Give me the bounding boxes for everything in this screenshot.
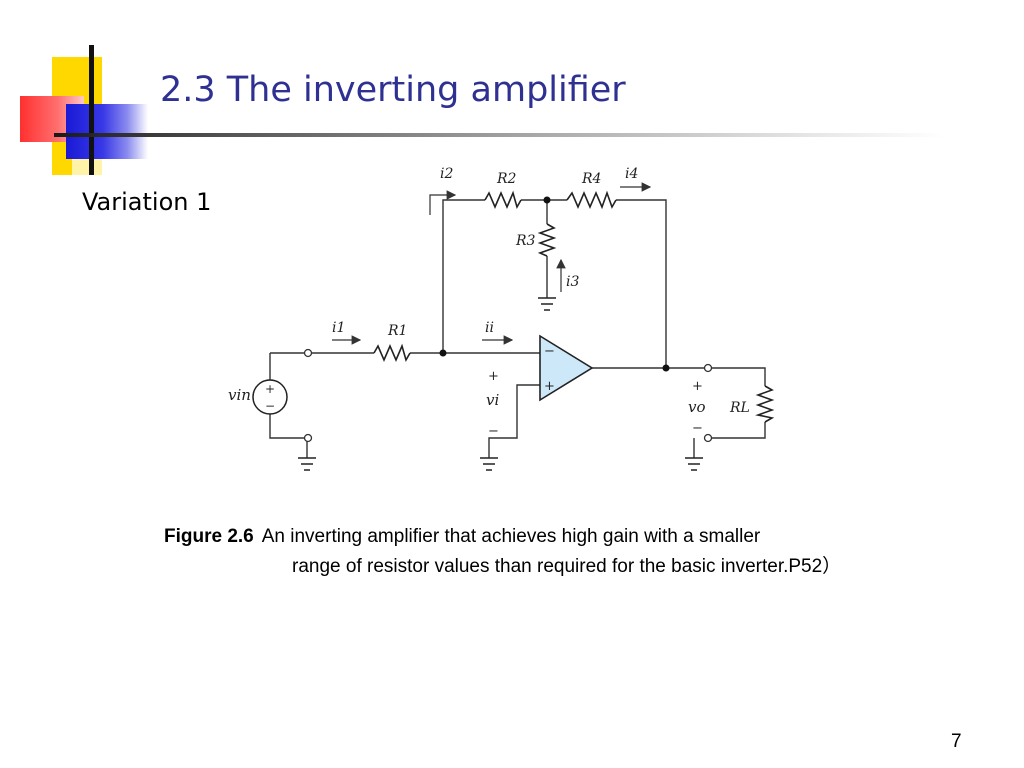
page-number: 7: [951, 731, 962, 752]
label-vin: vin: [228, 386, 251, 404]
label-ii: ii: [485, 320, 494, 336]
resistor-r2: [484, 190, 522, 210]
svg-text:+: +: [265, 382, 275, 396]
opamp-plus-sign: +: [544, 379, 555, 394]
terminals: [303, 348, 713, 443]
resistors: [373, 190, 775, 423]
slide-title: 2.3 The inverting amplifier: [160, 70, 626, 110]
opamp-minus-sign: −: [544, 344, 555, 359]
label-rl: RL: [729, 400, 750, 416]
label-vi: vi: [486, 391, 499, 409]
title-underline: [54, 133, 944, 137]
figure-caption-line2: range of resistor values than required f…: [292, 556, 842, 577]
resistor-r4: [566, 190, 617, 210]
label-vo-minus: −: [692, 421, 703, 436]
slide-subtitle: Variation 1: [82, 188, 212, 216]
label-r3: R3: [515, 233, 536, 249]
circuit-diagram: − + + − i1 R1 ii i2 R2 R4 i4 R3 i3 vin +…: [228, 166, 775, 471]
figure-caption: Figure 2.6 An inverting amplifier that ac…: [164, 526, 964, 578]
ground-symbols: [298, 297, 703, 471]
decor-vertical-line: [89, 45, 94, 175]
voltage-source: [252, 379, 288, 415]
figure-caption-label: Figure 2.6: [164, 526, 254, 547]
figure-caption-line1: An inverting amplifier that achieves hig…: [261, 526, 761, 547]
label-i2: i2: [440, 166, 453, 182]
decor-blue-square: [66, 104, 148, 159]
svg-text:−: −: [265, 399, 275, 413]
label-i3: i3: [566, 274, 579, 290]
label-r4: R4: [581, 171, 601, 187]
opamp-symbol: [539, 334, 594, 402]
label-vo-plus: +: [692, 379, 703, 394]
label-r2: R2: [496, 171, 517, 187]
label-vi-plus: +: [488, 369, 499, 384]
resistor-r1: [373, 343, 411, 363]
label-vi-minus: −: [488, 424, 499, 439]
current-arrows: [332, 182, 652, 345]
junction-dots: [439, 196, 670, 372]
label-i1: i1: [332, 320, 345, 336]
label-vo: vo: [688, 398, 706, 416]
resistor-rl: [755, 385, 775, 423]
label-i4: i4: [625, 166, 638, 182]
resistor-r3: [537, 223, 557, 257]
label-r1: R1: [387, 323, 407, 339]
